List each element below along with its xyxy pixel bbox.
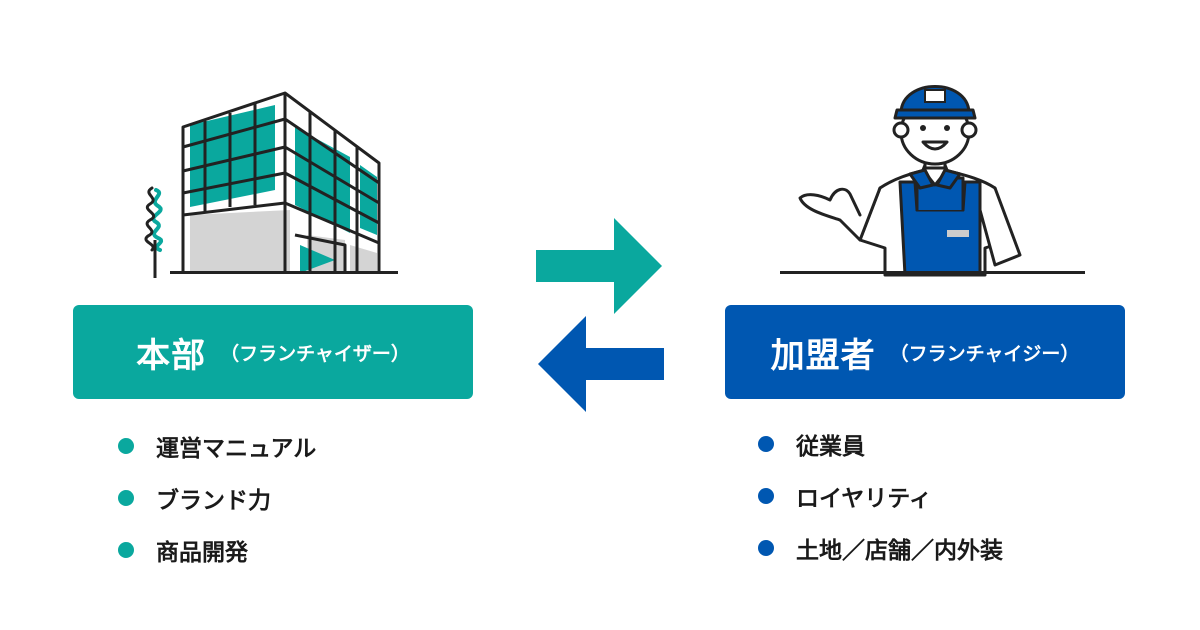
- tree-icon: [144, 186, 164, 278]
- bullet-dot: [758, 488, 774, 504]
- arrow-right-icon: [536, 218, 662, 314]
- list-item: 土地／店舗／内外装: [758, 522, 1003, 574]
- headquarters-list: 運営マニュアル ブランド力 商品開発: [118, 420, 316, 576]
- franchisee-list: 従業員 ロイヤリティ 土地／店舗／内外装: [758, 418, 1003, 574]
- list-item-text: 土地／店舗／内外装: [796, 538, 1003, 564]
- headquarters-label: 本部 （フランチャイザー）: [73, 305, 473, 399]
- headquarters-title: 本部: [136, 335, 207, 376]
- list-item: 運営マニュアル: [118, 420, 316, 472]
- list-item-text: ブランド力: [156, 488, 271, 514]
- bullet-dot: [118, 542, 134, 558]
- building-icon: [181, 91, 381, 273]
- bullet-dot: [758, 540, 774, 556]
- headquarters-subtitle: （フランチャイザー）: [220, 342, 410, 365]
- list-item-text: 運営マニュアル: [156, 436, 317, 462]
- bullet-dot: [118, 490, 134, 506]
- list-item-text: 商品開発: [156, 540, 248, 566]
- franchisee-title: 加盟者: [770, 335, 876, 376]
- franchisee-subtitle: （フランチャイジー）: [889, 342, 1080, 365]
- arrow-left-icon: [538, 316, 664, 412]
- building-ground-line: [170, 271, 398, 274]
- counter-line: [780, 271, 1085, 274]
- bullet-dot: [758, 436, 774, 452]
- bullet-dot: [118, 438, 134, 454]
- list-item: 商品開発: [118, 524, 316, 576]
- list-item-text: 従業員: [796, 434, 865, 460]
- list-item: 従業員: [758, 418, 1003, 470]
- franchisee-label: 加盟者 （フランチャイジー）: [725, 305, 1125, 399]
- worker-icon: [798, 85, 1022, 277]
- list-item: ロイヤリティ: [758, 470, 1003, 522]
- list-item-text: ロイヤリティ: [796, 486, 932, 512]
- list-item: ブランド力: [118, 472, 316, 524]
